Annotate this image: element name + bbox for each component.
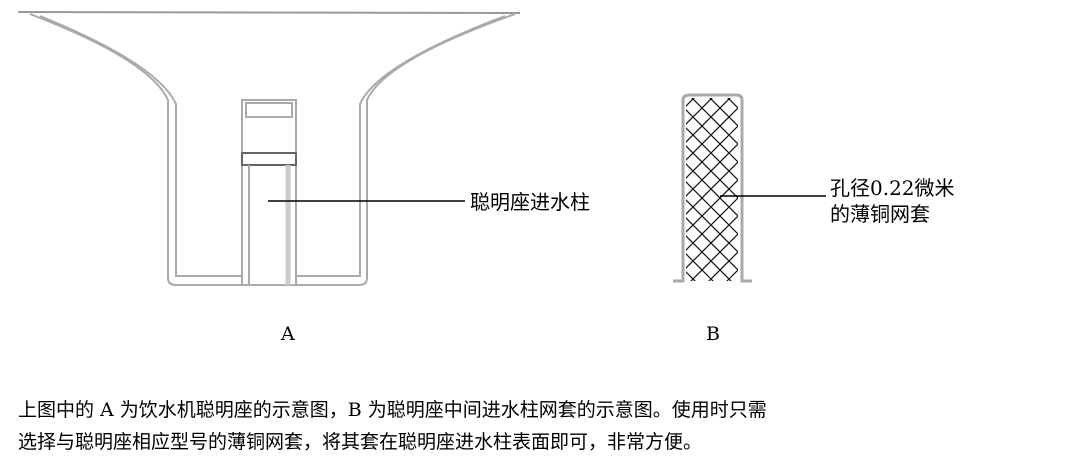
callout-label-water-inlet-column: 聪明座进水柱 bbox=[470, 190, 590, 214]
caption-line-2: 选择与聪明座相应型号的薄铜网套，将其套在聪明座进水柱表面即可，非常方便。 bbox=[18, 431, 703, 453]
callout-label-mesh-line1: 孔径0.22微米 bbox=[830, 176, 955, 200]
caption-line-1: 上图中的 A 为饮水机聪明座的示意图，B 为聪明座中间进水柱网套的示意图。使用时… bbox=[18, 399, 767, 421]
figure-label-a: A bbox=[281, 323, 295, 345]
smart-seat-diagram bbox=[17, 11, 521, 286]
figure-label-b: B bbox=[706, 323, 720, 345]
copper-mesh-sleeve-diagram bbox=[673, 93, 752, 283]
callout-label-mesh-line2: 的薄铜网套 bbox=[830, 202, 930, 226]
